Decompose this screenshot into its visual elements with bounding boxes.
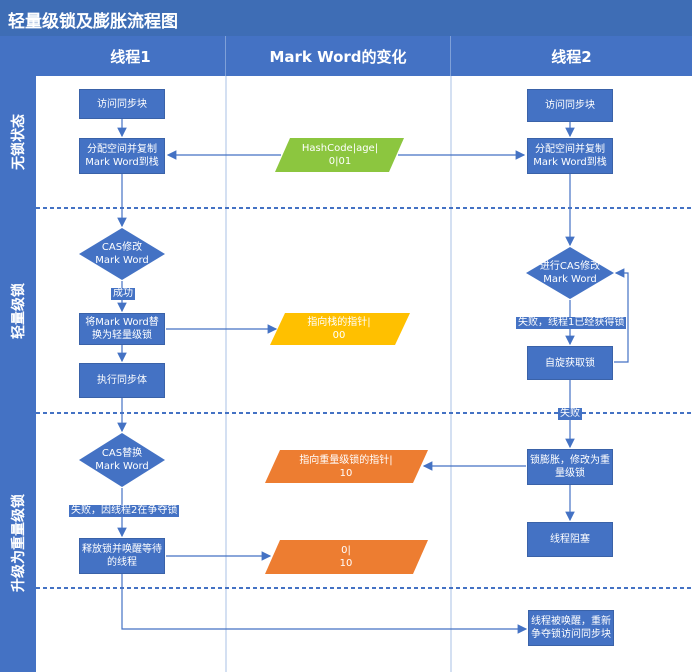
t1-cas-modify-label: CAS修改 Mark Word — [95, 242, 149, 266]
t1-exec-sync-block: 执行同步体 — [79, 363, 165, 398]
markword-stack-ptr: 指向栈的指针| 00 — [307, 317, 371, 341]
column-header-markword: Mark Word的变化 — [226, 36, 451, 76]
column-header-thread1: 线程1 — [36, 36, 226, 76]
t2-access-sync-block: 访问同步块 — [527, 89, 613, 122]
page-title: 轻量级锁及膨胀流程图 — [8, 12, 178, 32]
markword-stack-ptr-shape — [270, 313, 410, 345]
t1-access-sync-block: 访问同步块 — [79, 89, 165, 119]
t1-alloc-copy-block: 分配空间并复制 Mark Word到栈 — [79, 138, 165, 174]
t1-cas-replace-label: CAS替换 Mark Word — [95, 448, 149, 472]
t2-alloc-copy-block: 分配空间并复制 Mark Word到栈 — [527, 138, 613, 174]
t2-cas-modify-label: 进行CAS修改 Mark Word — [539, 261, 601, 285]
t1-release-wake-block: 释放锁并唤醒等待 的线程 — [79, 538, 165, 574]
column-header-thread2: 线程2 — [451, 36, 692, 76]
cas-replace-decision — [79, 433, 165, 487]
cas-modify-decision — [79, 228, 165, 280]
t2-fail-acquired-label: 失败，线程1已经获得锁 — [516, 317, 627, 329]
t2-woken-block: 线程被唤醒，重新 争夺锁访问同步块 — [528, 610, 614, 646]
markword-released-shape — [265, 540, 428, 574]
t1-replace-lightweight-block: 将Mark Word替 换为轻量级锁 — [79, 313, 165, 345]
markword-released: 0| 10 — [339, 545, 353, 569]
lane-label-strip — [0, 36, 36, 672]
t1-success-label: 成功 — [111, 288, 135, 300]
markword-heavy-ptr-shape — [265, 450, 428, 483]
title-bar: 轻量级锁及膨胀流程图 — [0, 0, 692, 36]
markword-hashcode-shape — [275, 138, 404, 172]
t2-inflate-block: 锁膨胀，修改为重 量级锁 — [527, 449, 613, 485]
t2-cas-modify-decision — [526, 247, 614, 299]
t2-blocked-block: 线程阻塞 — [527, 522, 613, 557]
markword-heavy-ptr: 指向重量级锁的指针| 10 — [299, 454, 393, 479]
t2-fail-label: 失败 — [558, 408, 582, 420]
t1-fail-contention-label: 失败，因线程2在争夺锁 — [69, 505, 180, 517]
markword-hashcode: HashCode|age| 0|01 — [301, 143, 379, 167]
t2-spin-block: 自旋获取锁 — [527, 346, 613, 380]
